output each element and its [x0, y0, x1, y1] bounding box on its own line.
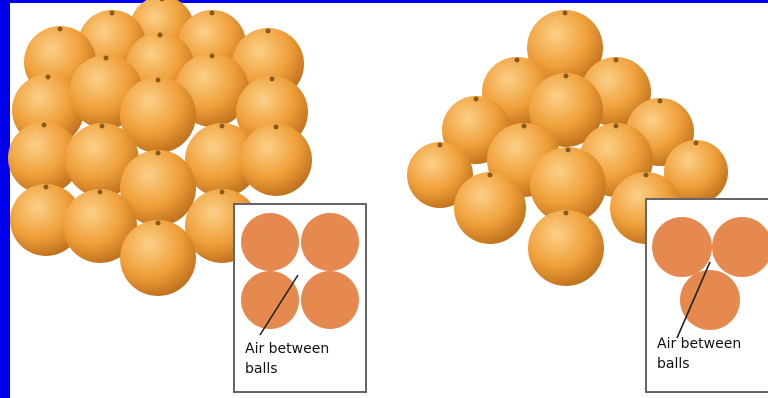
orange-ball [240, 124, 312, 196]
orange-stem [522, 124, 527, 129]
inset-caption: Air between balls [245, 339, 329, 379]
disc [680, 270, 740, 330]
orange-stem [156, 78, 161, 83]
orange-stem [156, 221, 161, 226]
disc [301, 213, 359, 271]
disc [712, 217, 768, 277]
disc [241, 213, 299, 271]
orange-stem [220, 124, 225, 129]
orange-stem [42, 123, 47, 128]
inset-pyramid: Air between balls [645, 198, 768, 393]
orange-stem [644, 173, 649, 178]
orange-stem [515, 58, 520, 63]
orange-stem [614, 58, 619, 63]
orange-stem [270, 77, 275, 82]
orange-stem [488, 173, 493, 178]
orange-stem [110, 11, 115, 16]
orange-stem [564, 74, 569, 79]
inset-cubic: Air between balls [233, 203, 367, 393]
inset-caption: Air between balls [657, 334, 741, 374]
orange-stem [266, 29, 271, 34]
orange-stem [614, 124, 619, 129]
orange-stem [156, 151, 161, 156]
orange-stem [438, 143, 443, 148]
orange-stem [100, 124, 105, 129]
orange-ball [454, 172, 526, 244]
orange-stem [274, 125, 279, 130]
orange-stem [564, 211, 569, 216]
orange-ball [120, 220, 196, 296]
orange-stem [158, 33, 163, 38]
orange-stem [46, 75, 51, 80]
orange-stem [98, 190, 103, 195]
disc [652, 217, 712, 277]
orange-stem [658, 99, 663, 104]
orange-stem [220, 190, 225, 195]
orange-stem [566, 148, 571, 153]
orange-stem [44, 185, 49, 190]
orange-stem [694, 141, 699, 146]
orange-stem [563, 11, 568, 16]
orange-stem [104, 56, 109, 61]
orange-stem [58, 27, 63, 32]
orange-ball [528, 210, 604, 286]
orange-stem [210, 54, 215, 59]
orange-stem [210, 11, 215, 16]
orange-stem [474, 97, 479, 102]
disc [301, 271, 359, 329]
